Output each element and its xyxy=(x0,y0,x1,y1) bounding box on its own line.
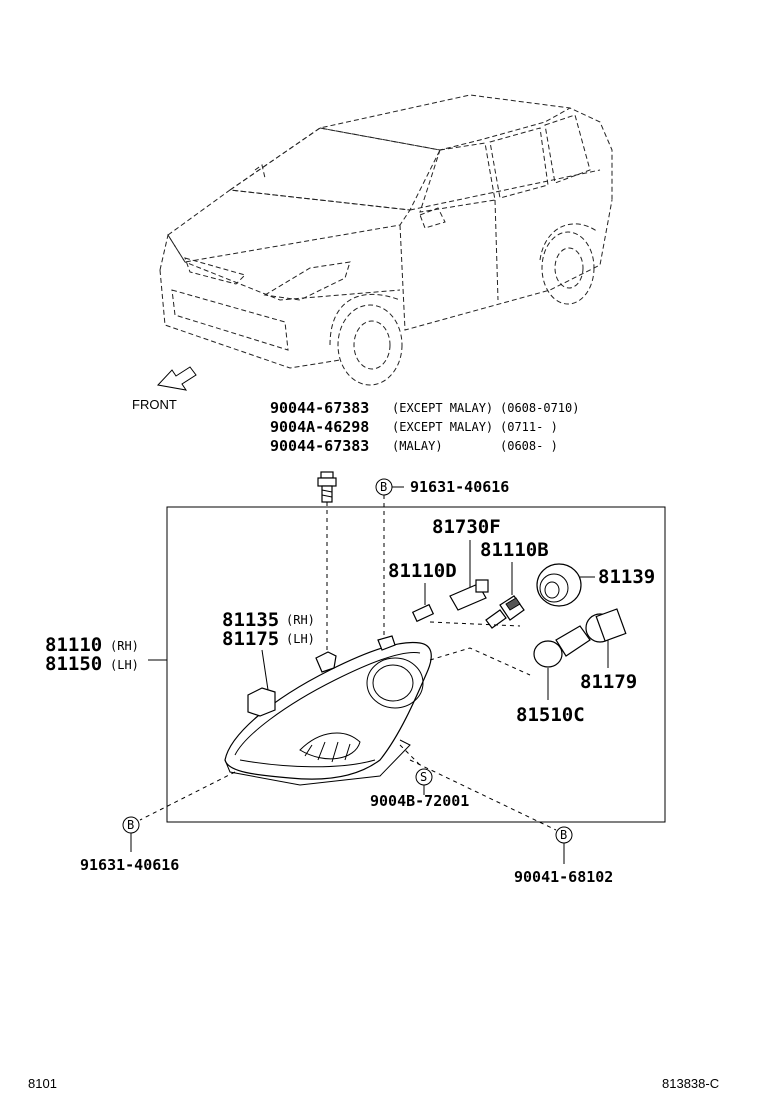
dust-cover-icon xyxy=(536,563,582,607)
part-label-socket-b: 81110B xyxy=(480,539,549,561)
b-mark: B xyxy=(127,818,134,832)
part-label-clip-top: 91631-40616 xyxy=(410,478,509,496)
bolt-option-range: (0608-0710) xyxy=(500,401,579,415)
bolt-option-part: 9004A-46298 xyxy=(270,418,369,436)
bolt-option-note: (EXCEPT MALAY) xyxy=(392,420,493,434)
front-arrow-icon xyxy=(157,366,197,391)
part-label-assy-rh: 81110 xyxy=(45,634,102,656)
bolt-option-part: 90044-67383 xyxy=(270,399,369,417)
rh-tag: (RH) xyxy=(110,639,139,653)
lh-tag: (LH) xyxy=(286,632,315,646)
front-label: FRONT xyxy=(132,397,177,412)
leader-clip-bottom xyxy=(139,771,236,821)
assembly-frame xyxy=(166,506,666,823)
lh-tag: (LH) xyxy=(110,658,139,672)
part-label-clip-bottom: 91631-40616 xyxy=(80,856,179,874)
bolt-icon xyxy=(317,471,337,503)
bolt-option-range: (0608- ) xyxy=(500,439,558,453)
part-label-bulb-d: 81110D xyxy=(388,560,457,582)
part-label-socket-179: 81179 xyxy=(580,671,637,693)
part-label-bracket-rh: 81135 xyxy=(222,609,279,631)
bulb-socket-icon xyxy=(585,608,627,643)
part-label-screw-s: 9004B-72001 xyxy=(370,792,469,810)
bulb-holder-icon xyxy=(449,579,489,611)
bolt-option-note: (EXCEPT MALAY) xyxy=(392,401,493,415)
bolt-option-range: (0711- ) xyxy=(500,420,558,434)
small-bulb-icon xyxy=(411,603,435,623)
b-mark: B xyxy=(560,828,567,842)
rh-tag: (RH) xyxy=(286,613,315,627)
leader-screw-b xyxy=(409,759,557,831)
bolt-option-note: (MALAY) xyxy=(392,439,443,453)
turn-bulb-icon xyxy=(533,625,591,668)
b-mark: B xyxy=(380,480,387,494)
page-number: 8101 xyxy=(28,1076,57,1091)
part-label-bracket-lh: 81175 xyxy=(222,628,279,650)
s-mark: S xyxy=(420,770,427,784)
part-label-bulb-c: 81510C xyxy=(516,704,585,726)
reference-code: 813838-C xyxy=(662,1076,719,1091)
vehicle-illustration xyxy=(159,94,613,386)
part-label-assy-lh: 81150 xyxy=(45,653,102,675)
part-label-screw-b: 90041-68102 xyxy=(514,868,613,886)
bolt-option-part: 90044-67383 xyxy=(270,437,369,455)
bolt-options-table: 90044-67383 (EXCEPT MALAY) (0608-0710) 9… xyxy=(270,399,579,455)
part-label-holder-f: 81730F xyxy=(432,516,501,538)
headlamp-assembly xyxy=(224,635,432,786)
headlamp-bulb-icon xyxy=(485,595,525,629)
part-label-cover: 81139 xyxy=(598,566,655,588)
